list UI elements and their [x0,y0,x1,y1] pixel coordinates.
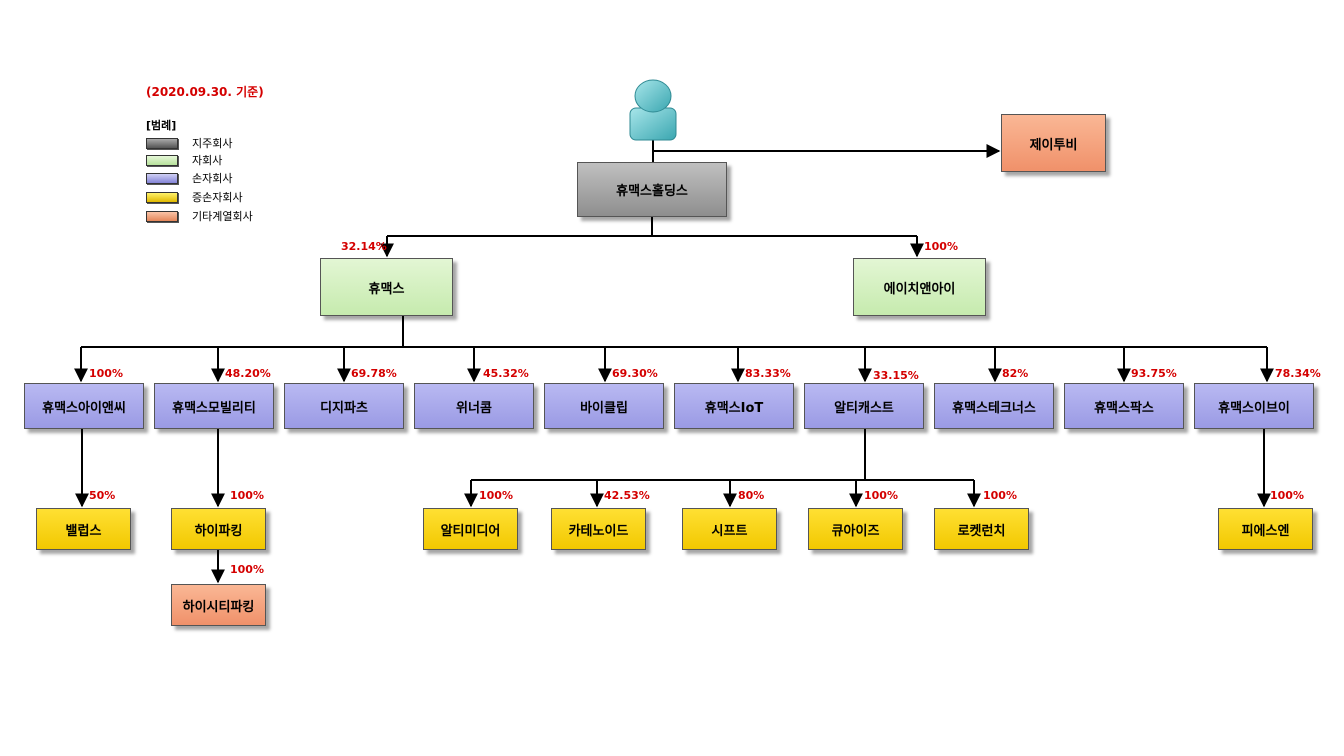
legend-label: 증손자회사 [192,191,243,204]
legend-item-great-grand-subsidiary: 증손자회사 [146,189,243,205]
ownership-pct-mobility: 48.20% [225,367,271,380]
company-box-humaxinc: 휴맥스아이앤씨 [24,383,144,429]
ownership-pct-winercom: 45.32% [483,367,529,380]
legend-swatch [146,137,178,149]
ownership-pct-hni: 100% [924,240,958,253]
company-box-digiparts: 디지파츠 [284,383,404,429]
reference-date: (2020.09.30. 기준) [146,85,264,99]
person-icon [629,79,677,141]
company-box-rocket: 로켓런치 [934,508,1029,550]
company-box-ev: 휴맥스이브이 [1194,383,1314,429]
legend-swatch [146,191,178,203]
legend-label: 손자회사 [192,172,233,185]
ownership-pct-bicleap: 69.30% [612,367,658,380]
ownership-pct-vellups: 50% [89,489,116,502]
legend-swatch [146,172,178,184]
legend-title: [범례] [146,119,177,132]
company-box-alticast: 알티캐스트 [804,383,924,429]
legend-label: 자회사 [192,154,223,167]
company-box-hiparking: 하이파킹 [171,508,266,550]
ownership-pct-alticast: 33.15% [873,369,919,382]
legend-item-subsidiary: 자회사 [146,152,222,168]
company-box-jetubi: 제이투비 [1001,114,1106,172]
company-box-cueize: 큐아이즈 [808,508,903,550]
ownership-pct-pisn: 100% [1270,489,1304,502]
ownership-pct-iot: 83.33% [745,367,791,380]
company-box-iot: 휴맥스IoT [674,383,794,429]
ownership-pct-hiparking: 100% [230,489,264,502]
legend-label: 지주회사 [192,137,233,150]
ownership-pct-altimedia: 100% [479,489,513,502]
company-box-technus: 휴맥스테크너스 [934,383,1054,429]
legend-item-holding: 지주회사 [146,135,232,151]
ownership-pct-cueize: 100% [864,489,898,502]
company-box-hni: 에이치앤아이 [853,258,986,316]
company-box-winercom: 위너콤 [414,383,534,429]
company-box-mobility: 휴맥스모빌리티 [154,383,274,429]
legend-swatch [146,210,178,222]
ownership-pct-sift: 80% [738,489,765,502]
ownership-pct-rocket: 100% [983,489,1017,502]
ownership-pct-technus: 82% [1002,367,1029,380]
company-box-pax: 휴맥스팍스 [1064,383,1184,429]
company-box-vellups: 밸럽스 [36,508,131,550]
ownership-pct-digiparts: 69.78% [351,367,397,380]
legend-item-other-affiliate: 기타계열회사 [146,208,253,224]
ownership-pct-ev: 78.34% [1275,367,1321,380]
company-box-catenoid: 카테노이드 [551,508,646,550]
company-box-humax: 휴맥스 [320,258,453,316]
company-box-holdings: 휴맥스홀딩스 [577,162,727,217]
legend-swatch [146,154,178,166]
company-box-pisn: 피에스엔 [1218,508,1313,550]
company-box-sift: 시프트 [682,508,777,550]
ownership-pct-hicity: 100% [230,563,264,576]
ownership-pct-humaxinc: 100% [89,367,123,380]
legend-label: 기타계열회사 [192,210,253,223]
company-box-bicleap: 바이클립 [544,383,664,429]
legend-item-grand-subsidiary: 손자회사 [146,170,232,186]
company-box-altimedia: 알티미디어 [423,508,518,550]
ownership-pct-pax: 93.75% [1131,367,1177,380]
company-box-hicity: 하이시티파킹 [171,584,266,626]
ownership-pct-catenoid: 42.53% [604,489,650,502]
ownership-pct-humax: 32.14% [341,240,387,253]
